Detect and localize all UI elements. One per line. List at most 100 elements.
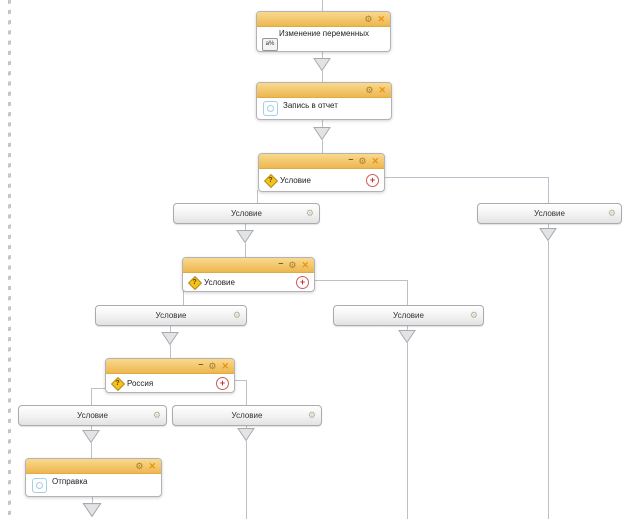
node-body: ? Условие + xyxy=(259,169,384,191)
connector-line xyxy=(91,424,92,430)
connector-line xyxy=(246,380,247,405)
condition-icon: ? xyxy=(187,275,203,290)
node-write-report[interactable]: ⚙ ✕ Запись в отчет xyxy=(256,82,392,120)
connector-line xyxy=(322,0,323,11)
node-header: – ⚙ ✕ xyxy=(183,258,314,273)
close-icon[interactable]: ✕ xyxy=(148,461,156,471)
node-condition-top[interactable]: – ⚙ ✕ ? Условие + xyxy=(258,153,385,192)
report-icon-dot xyxy=(267,105,274,112)
condition-icon: ? xyxy=(263,173,279,188)
node-body: Отправка xyxy=(26,474,161,496)
branch-pill-condition[interactable]: Условие ⚙ xyxy=(333,305,484,326)
arrow-down-icon xyxy=(313,58,331,71)
branch-pill-condition[interactable]: Условие ⚙ xyxy=(95,305,247,326)
connector-line xyxy=(91,388,92,405)
connector-line xyxy=(322,140,323,153)
minimize-icon[interactable]: – xyxy=(348,154,354,164)
gear-icon[interactable]: ⚙ xyxy=(288,260,297,270)
branch-label: Условие xyxy=(231,411,263,420)
connector-line xyxy=(407,343,408,519)
add-branch-button[interactable]: + xyxy=(216,376,229,390)
gear-icon[interactable]: ⚙ xyxy=(305,208,314,218)
question-mark: ? xyxy=(192,278,197,286)
connector-line xyxy=(322,118,323,127)
connector-line xyxy=(92,495,93,503)
gear-icon[interactable]: ⚙ xyxy=(364,14,373,24)
report-icon xyxy=(32,478,47,493)
connector-line xyxy=(91,443,92,458)
node-header: ⚙ ✕ xyxy=(257,12,390,27)
arrow-down-icon xyxy=(398,330,416,343)
arrow-down-icon xyxy=(539,228,557,241)
connector-line xyxy=(257,190,258,203)
close-icon[interactable]: ✕ xyxy=(301,260,309,270)
connector-line xyxy=(548,177,549,203)
node-header: – ⚙ ✕ xyxy=(259,154,384,169)
gear-icon[interactable]: ⚙ xyxy=(232,310,241,320)
connector-line xyxy=(245,243,246,257)
arrow-down-icon xyxy=(82,503,102,517)
connector-line xyxy=(322,50,323,58)
node-title: Условие xyxy=(204,277,235,287)
connector-line xyxy=(170,345,171,358)
close-icon[interactable]: ✕ xyxy=(221,361,229,371)
gear-icon[interactable]: ⚙ xyxy=(307,410,316,420)
arrow-down-icon xyxy=(161,332,179,345)
node-body: ? Условие + xyxy=(183,273,314,291)
close-icon[interactable]: ✕ xyxy=(377,14,385,24)
branch-label: Условие xyxy=(534,209,565,218)
node-body: a% Изменение переменных xyxy=(257,27,390,51)
gear-icon[interactable]: ⚙ xyxy=(208,361,217,371)
branch-pill-condition[interactable]: Условие ⚙ xyxy=(18,405,167,426)
minimize-icon[interactable]: – xyxy=(278,258,284,268)
add-branch-button[interactable]: + xyxy=(366,173,379,187)
gear-icon[interactable]: ⚙ xyxy=(469,310,478,320)
connector-line xyxy=(246,424,247,428)
branch-label: Условие xyxy=(231,209,262,218)
node-change-variables[interactable]: ⚙ ✕ a% Изменение переменных xyxy=(256,11,391,52)
branch-label: Условие xyxy=(77,411,108,420)
close-icon[interactable]: ✕ xyxy=(378,85,386,95)
report-icon-dot xyxy=(36,482,43,489)
minimize-icon[interactable]: – xyxy=(198,359,204,369)
connector-line xyxy=(246,441,247,519)
node-title: Отправка xyxy=(52,477,88,486)
connector-line xyxy=(548,241,549,519)
node-condition-mid[interactable]: – ⚙ ✕ ? Условие + xyxy=(182,257,315,292)
arrow-down-icon xyxy=(236,230,254,243)
close-icon[interactable]: ✕ xyxy=(371,156,379,166)
gear-icon[interactable]: ⚙ xyxy=(152,410,161,420)
gear-icon[interactable]: ⚙ xyxy=(135,461,144,471)
connector-line xyxy=(548,222,549,228)
connector-line xyxy=(407,280,408,305)
connector-line xyxy=(91,388,105,389)
add-branch-button[interactable]: + xyxy=(296,275,309,289)
branch-pill-condition[interactable]: Условие ⚙ xyxy=(172,405,322,426)
connector-line xyxy=(245,222,246,230)
node-header: ⚙ ✕ xyxy=(26,459,161,474)
node-body: Запись в отчет xyxy=(257,98,391,119)
connector-line xyxy=(313,280,407,281)
node-title: Россия xyxy=(127,378,154,388)
node-header: ⚙ ✕ xyxy=(257,83,391,98)
connector-line xyxy=(322,71,323,82)
connector-line xyxy=(183,290,184,305)
gear-icon[interactable]: ⚙ xyxy=(358,156,367,166)
node-body: ? Россия + xyxy=(106,374,234,392)
node-title: Изменение переменных xyxy=(279,29,370,38)
node-title: Запись в отчет xyxy=(283,101,338,110)
branch-pill-condition[interactable]: Условие ⚙ xyxy=(173,203,320,224)
node-send[interactable]: ⚙ ✕ Отправка xyxy=(25,458,162,497)
gear-icon[interactable]: ⚙ xyxy=(365,85,374,95)
canvas-left-dashed-border xyxy=(8,0,11,519)
arrow-down-icon xyxy=(82,430,100,443)
variables-icon: a% xyxy=(262,38,278,51)
condition-icon: ? xyxy=(110,376,126,391)
connector-line xyxy=(233,380,246,381)
branch-pill-condition[interactable]: Условие ⚙ xyxy=(477,203,622,224)
node-russia[interactable]: – ⚙ ✕ ? Россия + xyxy=(105,358,235,393)
gear-icon[interactable]: ⚙ xyxy=(607,208,616,218)
connector-line xyxy=(383,177,548,178)
branch-label: Условие xyxy=(155,311,187,320)
